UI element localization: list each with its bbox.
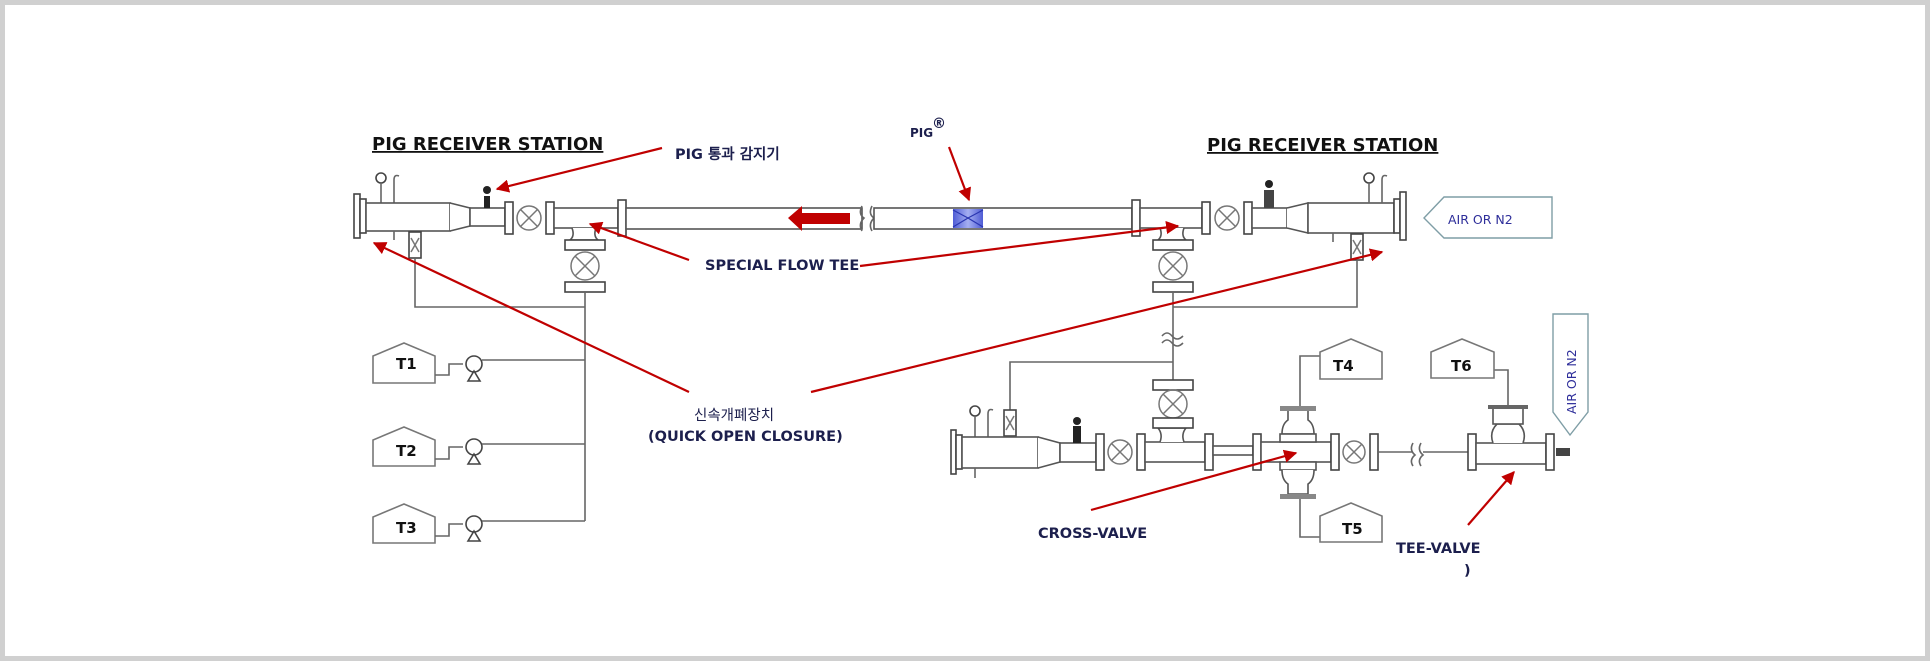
tee-valve-paren: ) <box>1464 563 1471 579</box>
special-flow-tee-left <box>553 207 619 229</box>
tank-farm-left: T1 T2 T3 <box>372 342 585 544</box>
pig-detector-icon <box>1073 417 1081 443</box>
tank-t3: T3 <box>372 503 585 544</box>
special-flow-tee-label: SPECIAL FLOW TEE <box>705 258 859 274</box>
vent-valve <box>1003 409 1017 437</box>
pig-detector-icon <box>1264 180 1274 208</box>
leader-closure-left <box>372 242 690 393</box>
title-left: PIG RECEIVER STATION <box>372 134 603 155</box>
quick-open-closure-ko-label: 신속개폐장치 <box>694 407 774 424</box>
tee-valve <box>1467 405 1570 471</box>
tank-label: T3 <box>396 519 417 537</box>
cross-valve <box>1260 406 1332 499</box>
receiver-barrel-right <box>1307 202 1395 234</box>
branch-valve-lower <box>1152 379 1194 429</box>
receiver-barrel-left <box>365 202 451 232</box>
tank-label: T1 <box>396 355 417 373</box>
leader-cross-valve <box>1090 449 1298 512</box>
quick-open-closure-left <box>353 193 361 239</box>
tank-label: T5 <box>1342 520 1363 538</box>
pressure-gauge-icon <box>969 405 981 437</box>
pig-icon <box>952 209 984 228</box>
pressure-gauge-icon <box>375 172 387 203</box>
branch-valve-right <box>1152 239 1194 293</box>
pipe-break-icon <box>1161 332 1184 347</box>
vent-hook-icon <box>987 408 994 437</box>
air-or-n2-label: AIR OR N2 <box>1448 212 1513 227</box>
leader-lines <box>372 146 1515 526</box>
air-or-n2-inlet-lower: AIR OR N2 <box>1552 313 1589 437</box>
drain-valve-right <box>1350 233 1364 261</box>
tank-t1: T1 <box>372 342 585 384</box>
tank-t2: T2 <box>372 426 585 467</box>
tank-label: T4 <box>1333 357 1354 375</box>
special-flow-tee-right <box>1139 207 1203 229</box>
flow-direction-arrow-icon <box>788 206 850 231</box>
left-receiver-station <box>353 172 627 521</box>
pressure-gauge-icon <box>1363 172 1375 203</box>
leader-pig-detector <box>495 146 663 193</box>
lower-launcher-station: T4 T5 T6 <box>950 338 1570 543</box>
registered-mark: ® <box>932 116 946 132</box>
ball-valve-left <box>504 201 555 235</box>
reducer-left <box>449 202 471 232</box>
leader-tee-valve <box>1467 471 1515 526</box>
leader-flow-tee-right <box>859 220 1180 268</box>
tank-t4: T4 <box>1299 338 1383 406</box>
pig-detector-icon <box>483 186 491 208</box>
title-right: PIG RECEIVER STATION <box>1207 135 1438 156</box>
main-pipeline <box>625 205 1133 232</box>
tee-valve-label: TEE-VALVE <box>1396 541 1481 557</box>
quick-open-closure-right <box>1393 198 1401 234</box>
pig-label: PIG <box>910 126 933 140</box>
leader-closure-right <box>810 248 1384 394</box>
pipe-break-icon <box>1410 442 1425 467</box>
vent-hook-icon <box>393 174 400 203</box>
cross-valve-label: CROSS-VALVE <box>1038 526 1147 542</box>
tank-label: T2 <box>396 442 417 460</box>
branch-valve-left <box>564 239 606 293</box>
right-receiver-station <box>1131 172 1407 380</box>
ball-valve-lower-2 <box>1330 433 1379 471</box>
leader-pig <box>947 146 971 202</box>
tank-t5: T5 <box>1299 499 1383 543</box>
tank-label: T6 <box>1451 357 1472 375</box>
pig-detector-label: PIG 통과 감지기 <box>675 145 780 163</box>
ball-valve-right <box>1201 201 1253 235</box>
reducer-right <box>1286 201 1309 235</box>
vent-hook-icon <box>1381 174 1388 203</box>
drain-valve-left <box>408 231 422 259</box>
quick-open-closure-label: (QUICK OPEN CLOSURE) <box>648 429 843 445</box>
air-or-n2-vertical-label: AIR OR N2 <box>1564 349 1579 414</box>
air-or-n2-inlet-right: AIR OR N2 <box>1423 196 1553 239</box>
ball-valve-lower <box>1095 433 1146 471</box>
tank-t6: T6 <box>1430 338 1509 405</box>
leader-flow-tee-left <box>588 221 690 262</box>
